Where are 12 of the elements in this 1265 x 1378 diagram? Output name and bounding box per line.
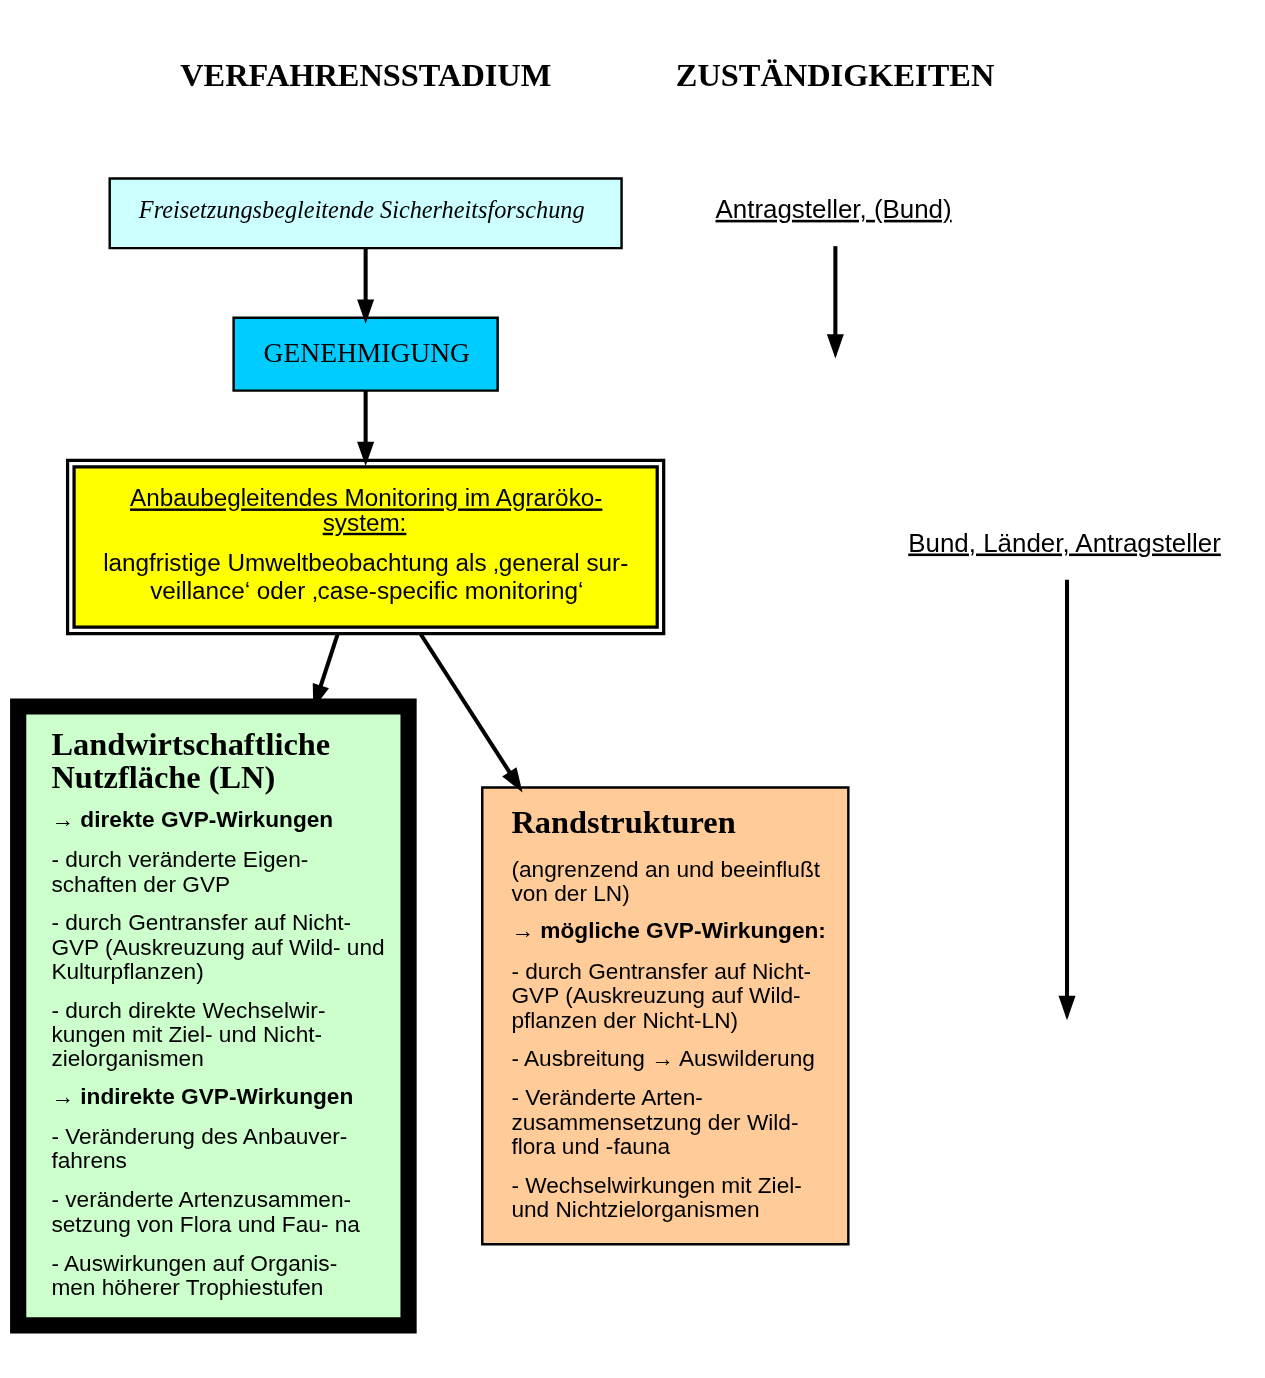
node-box: GENEHMIGUNG bbox=[232, 316, 499, 392]
arrow bbox=[418, 632, 523, 792]
node-text: Bund, Länder, Antragsteller bbox=[908, 527, 1221, 556]
node-box: Anbaubegleitendes Monitoring im Agraröko- system: langfristige Umweltbeobachtung als ‚general sur- veillance‘ oder ‚case-specific monitoring‘ bbox=[65, 458, 666, 635]
label: VERFAHRENSSTADIUM bbox=[180, 56, 552, 93]
node-text: Antragsteller, (Bund) bbox=[715, 194, 952, 223]
node-box: Randstrukturen (angrenzend an und beeinflußt von der LN) → mögliche GVP-Wirkungen: - durch Gentransfer auf Nicht- GVP (Auskreuzung auf Wild- pflanzen der Nicht-LN) - Ausbreitung → Auswilderung - Veränderte Arten- zusammensetzung der Wild- flora und -fauna - Wechselwirkungen mit Ziel- und Nichtzielorganismen bbox=[481, 785, 850, 1245]
label: ZUSTÄNDIGKEITEN bbox=[675, 56, 995, 93]
arrow bbox=[357, 247, 375, 324]
node-box: Freisetzungsbegleitende Sicherheitsforschung bbox=[108, 176, 623, 249]
node-box: Landwirtschaftliche Nutzfläche (LN) → direkte GVP-Wirkungen - durch veränderte Eigen- schaften der GVP - durch Gentransfer auf Nicht- GVP (Auskreuzung auf Wild- und Kulturpflanzen) - durch direkte Wechselwir- kungen mit Ziel- und Nicht- zielorganismen → indirekte GVP-Wirkungen - Veränderung des Anbauver- fahrens - veränderte Artenzusammen- setzung von Flora und Fau- na - Auswirkungen auf Organis- men höherer Trophiestufen bbox=[10, 697, 417, 1333]
arrow bbox=[357, 390, 375, 466]
